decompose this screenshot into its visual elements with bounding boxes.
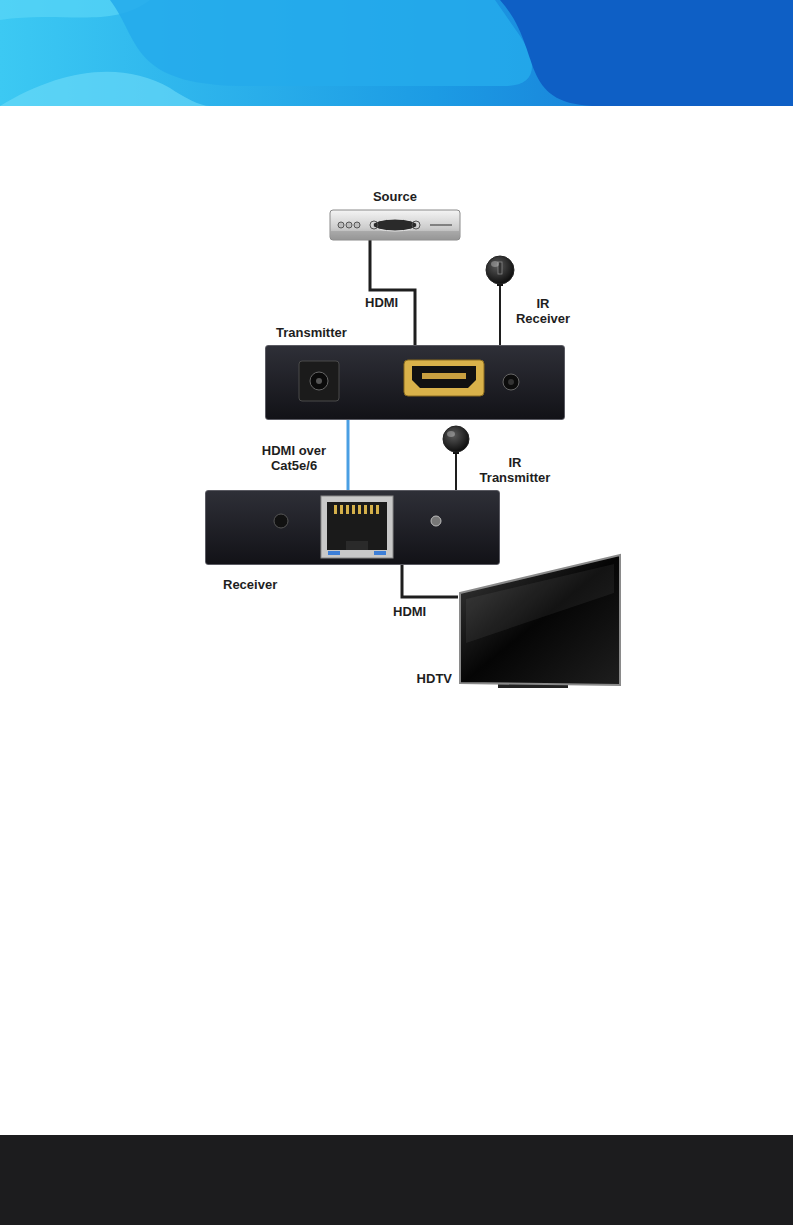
ir-bulb — [486, 256, 514, 284]
rj45-contact — [376, 505, 379, 514]
cable — [370, 240, 415, 345]
hdmi-contacts — [422, 373, 466, 379]
rj45-port — [321, 496, 393, 558]
footer-band — [0, 1135, 793, 1225]
power-jack — [299, 361, 339, 401]
button — [338, 222, 344, 228]
ir-transmitter: IR Transmitter — [442, 426, 470, 454]
device-label: IR Receiver — [516, 296, 570, 326]
transmitter-box: Transmitter — [265, 345, 565, 420]
rj45-contact — [370, 505, 373, 514]
cable — [499, 286, 501, 345]
device-illustration — [442, 426, 470, 454]
device-illustration — [206, 491, 501, 566]
cable-label: HDMI over Cat5e/6 — [248, 443, 340, 473]
bulb-highlight — [491, 261, 499, 267]
device-illustration — [458, 553, 622, 690]
ir-receiver: IR Receiver — [485, 256, 515, 286]
receiver-box: Receiver — [205, 490, 500, 565]
device-label: Receiver — [223, 577, 277, 592]
device-label: Source — [373, 189, 417, 204]
cable — [402, 565, 458, 597]
button — [346, 222, 352, 228]
rj45-contact — [352, 505, 355, 514]
rj45-contact — [340, 505, 343, 514]
cable-label: HDMI — [392, 604, 427, 619]
tv-screen — [460, 555, 620, 685]
vent-line — [430, 224, 452, 226]
status-led — [431, 516, 441, 526]
header-band — [0, 0, 793, 106]
button — [354, 222, 360, 228]
button — [370, 221, 378, 229]
device-illustration — [266, 346, 566, 421]
hdmi-port — [404, 360, 484, 396]
header-swirl — [110, 0, 532, 86]
device-shade — [331, 231, 459, 239]
device-illustration — [485, 256, 515, 286]
ir-bulb — [443, 426, 469, 452]
rj45-led — [328, 551, 340, 555]
rj45-contact — [334, 505, 337, 514]
hdtv: HDTV — [458, 553, 622, 690]
device-label: HDTV — [417, 671, 452, 686]
cable — [347, 420, 350, 490]
screen-glare — [466, 564, 614, 643]
source-device: Source — [330, 210, 460, 240]
ir-jack — [503, 374, 519, 390]
rj45-latch — [346, 541, 368, 550]
cable — [455, 454, 457, 490]
device-body — [330, 210, 460, 240]
rj45-contact — [346, 505, 349, 514]
device-label: Transmitter — [276, 325, 347, 340]
device-illustration — [330, 210, 460, 240]
bulb-highlight — [447, 431, 455, 437]
ir-jack — [274, 514, 288, 528]
power-jack-pin — [316, 378, 322, 384]
power-jack — [310, 372, 328, 390]
header-swirl — [0, 72, 210, 106]
rj45-led — [374, 551, 386, 555]
header-swirl — [500, 0, 793, 106]
cable-label: HDMI — [364, 295, 399, 310]
hdmi-socket — [412, 366, 476, 388]
button — [412, 221, 420, 229]
device-label: IR Transmitter — [480, 455, 551, 485]
rj45-contact — [358, 505, 361, 514]
display-window — [373, 219, 417, 231]
ir-jack-hole — [508, 379, 514, 385]
rj45-socket — [327, 502, 387, 550]
rj45-contact — [364, 505, 367, 514]
